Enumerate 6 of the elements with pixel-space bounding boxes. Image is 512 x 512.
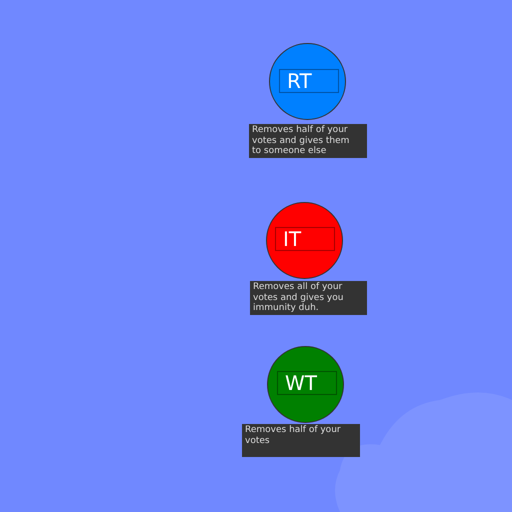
tooltip: Removes half of your votes [242, 424, 360, 457]
tooltip: Removes half of your votes and gives them to someone else [249, 124, 367, 158]
button-label: IT [275, 227, 335, 251]
tooltip: Removes all of your votes and gives you immunity duh. [250, 281, 367, 314]
button-label: RT [279, 69, 339, 93]
button-label: WT [277, 371, 337, 395]
